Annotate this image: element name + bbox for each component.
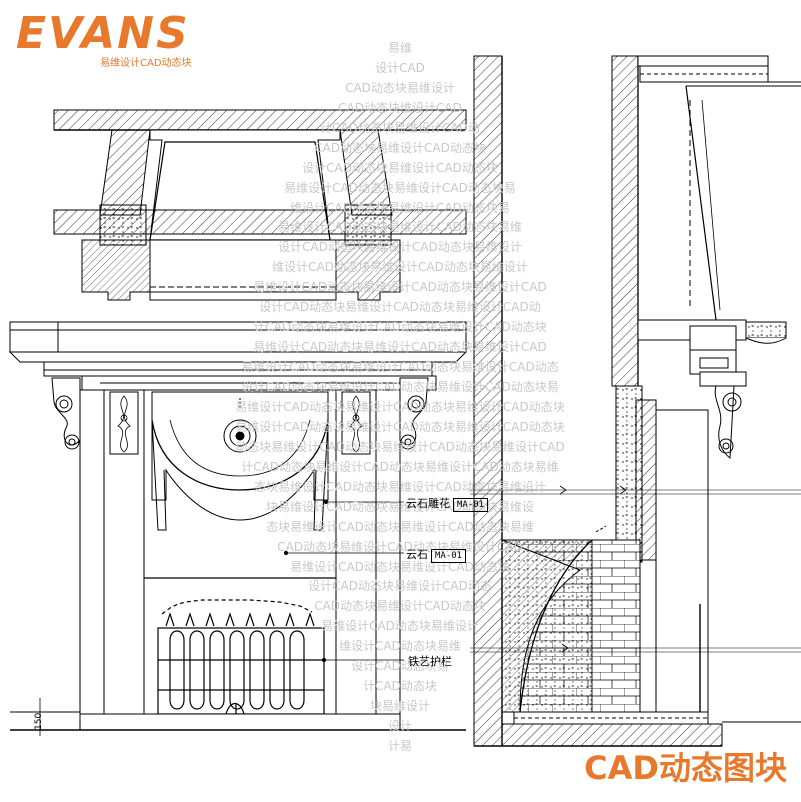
back-wall — [473, 55, 503, 747]
callout-screen-label: 铁艺护栏 — [408, 655, 452, 668]
hood-left-wall — [99, 129, 151, 216]
medallion — [223, 419, 257, 453]
mantel-cornice — [9, 321, 467, 353]
logo-wordmark: EVANS — [16, 8, 190, 59]
marble-arch-panel — [151, 391, 329, 521]
logo-subtitle: 易维设计CAD动态块 — [100, 58, 192, 69]
callout-marble-label: 云石 — [406, 548, 428, 561]
flue-wall — [611, 55, 639, 387]
right-carving-panel — [341, 391, 371, 455]
left-pilaster — [79, 389, 105, 731]
callout-screen: 铁艺护栏 — [408, 653, 452, 669]
right-carving-ornament — [349, 395, 363, 453]
corner-title: CAD动态图块 — [584, 749, 787, 787]
dimension-text: 150 — [34, 712, 44, 730]
left-carving-panel — [109, 391, 139, 455]
hood-right-wall — [339, 129, 393, 216]
hood-right-box — [335, 239, 401, 301]
hood-left-box — [81, 239, 151, 301]
front-elevation — [8, 109, 468, 736]
section-corbel — [714, 385, 742, 459]
callout-marble-code: MA-01 — [431, 549, 467, 563]
ceiling-slab — [53, 109, 467, 131]
left-carving-ornament — [117, 395, 131, 453]
right-pilaster — [375, 389, 401, 731]
evans-logo: EVANS 易维设计CAD动态块 — [16, 10, 206, 74]
right-corbel — [399, 377, 429, 450]
side-section — [470, 55, 801, 747]
callout-carving-label: 云石雕花 — [406, 497, 450, 510]
floor-slab — [501, 723, 723, 747]
left-corbel — [51, 377, 81, 450]
iron-fire-screen — [157, 599, 325, 720]
callout-carving-code: MA-01 — [453, 498, 489, 512]
